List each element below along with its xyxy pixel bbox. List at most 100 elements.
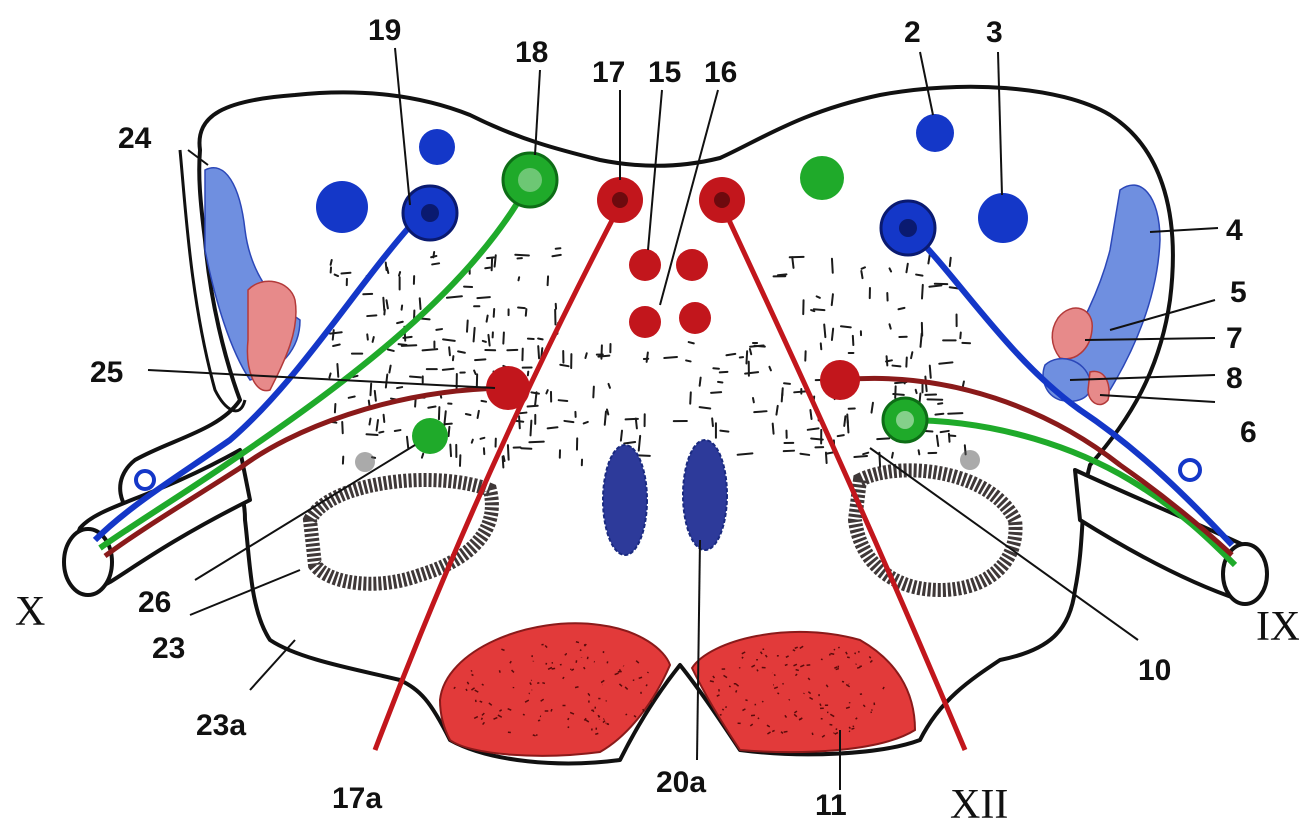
pyramid-stipple-mark (575, 687, 578, 688)
stipple-mark (466, 414, 471, 415)
stipple-mark (621, 431, 622, 441)
stipple-mark (373, 337, 374, 342)
pyramid-stipple-mark (796, 670, 799, 671)
pyramid-stipple-mark (834, 733, 835, 734)
stipple-mark (664, 357, 677, 358)
stipple-mark (389, 366, 390, 373)
stipple-mark (559, 400, 568, 401)
pyramid-stipple-mark (533, 735, 536, 736)
stipple-mark (948, 413, 962, 414)
stipple-mark (935, 414, 943, 415)
stipple-mark (552, 255, 560, 256)
pyramid-stipple-mark (722, 709, 723, 710)
stipple-mark (636, 419, 637, 429)
stipple-mark (342, 422, 343, 433)
pyramid-stipple-mark (466, 689, 467, 691)
nucleus-left-large-blue (316, 181, 368, 233)
accessory-olive-left (355, 452, 375, 472)
pyramid-stipple-mark (726, 706, 727, 708)
stipple-mark (377, 420, 378, 430)
stipple-mark (824, 325, 825, 338)
nucleus-right-upper-red-center (714, 192, 730, 208)
pyramid-stipple-mark (789, 699, 790, 700)
stipple-mark (384, 415, 385, 422)
pyramid-stipple-mark (580, 650, 581, 651)
stipple-mark (433, 252, 434, 257)
pyramid-stipple-mark (537, 683, 539, 684)
pyramid-stipple-mark (603, 719, 604, 720)
stipple-mark (916, 275, 922, 276)
pyramid-stipple-mark (480, 701, 483, 702)
stipple-mark (738, 453, 753, 454)
stipple-mark (776, 406, 777, 415)
pyramid-stipple-mark (849, 727, 850, 729)
label-10: 10 (1138, 654, 1171, 687)
stipple-mark (938, 403, 942, 404)
pyramid-stipple-mark (742, 657, 743, 658)
stipple-mark (784, 383, 790, 384)
label-roman-X: X (15, 589, 45, 635)
pyramid-stipple-mark (472, 674, 474, 675)
stipple-mark (387, 267, 388, 273)
pyramid-stipple-mark (639, 677, 642, 678)
stipple-mark (950, 435, 956, 436)
stipple-mark (467, 321, 468, 332)
stipple-mark (916, 390, 917, 393)
stipple-mark (689, 342, 694, 343)
pyramid-stipple-mark (552, 668, 555, 669)
nucleus-18-center (518, 168, 542, 192)
stipple-mark (746, 351, 747, 363)
stipple-mark (481, 401, 486, 402)
nucleus-16 (629, 306, 661, 338)
label-19: 19 (368, 14, 401, 47)
stipple-mark (814, 309, 825, 310)
pyramid-stipple-mark (482, 684, 484, 685)
stipple-mark (899, 308, 905, 309)
stipple-mark (848, 420, 849, 433)
pyramid-stipple-mark (745, 700, 747, 701)
stipple-mark (647, 352, 648, 361)
pyramid-stipple-mark (812, 733, 813, 735)
stipple-mark (395, 430, 401, 431)
stipple-mark (521, 448, 531, 449)
pyramid-stipple-mark (736, 690, 737, 692)
stipple-mark (960, 333, 961, 339)
stipple-mark (447, 296, 462, 297)
stipple-mark (432, 263, 439, 264)
pyramid-stipple-mark (851, 728, 854, 729)
nucleus-right-large-blue-center (899, 219, 917, 237)
stipple-mark (474, 328, 475, 342)
pyramid-stipple-mark (883, 687, 884, 689)
stipple-mark (598, 356, 609, 357)
stipple-mark (950, 258, 951, 266)
stipple-mark (367, 315, 376, 316)
stipple-mark (854, 456, 867, 457)
nucleus-2 (916, 114, 954, 152)
pyramid-stipple-mark (587, 657, 588, 659)
stipple-mark (810, 410, 811, 419)
label-5: 5 (1230, 276, 1247, 309)
stipple-mark (335, 275, 338, 276)
pyramid-stipple-mark (784, 731, 788, 732)
stipple-mark (538, 346, 539, 358)
stipple-mark (720, 372, 728, 373)
stipple-mark (331, 260, 332, 265)
stipple-mark (369, 419, 370, 425)
pyramid-stipple-mark (551, 709, 552, 711)
stipple-mark (769, 367, 770, 371)
stipple-mark (383, 298, 384, 311)
nucleus-26 (412, 418, 448, 454)
stipple-mark (330, 332, 342, 333)
stipple-mark (519, 413, 526, 414)
nucleus-right-green-low-center (896, 411, 914, 429)
stipple-mark (817, 296, 820, 297)
pyramid-stipple-mark (729, 686, 730, 687)
label-26: 26 (138, 586, 171, 619)
stipple-mark (827, 452, 834, 453)
stipple-mark (584, 422, 588, 423)
stipple-mark (329, 374, 330, 378)
pyramid-stipple-mark (772, 730, 774, 731)
pyramid-stipple-mark (576, 642, 579, 643)
stipple-mark (872, 403, 873, 413)
pyramid-stipple-mark (523, 714, 525, 715)
